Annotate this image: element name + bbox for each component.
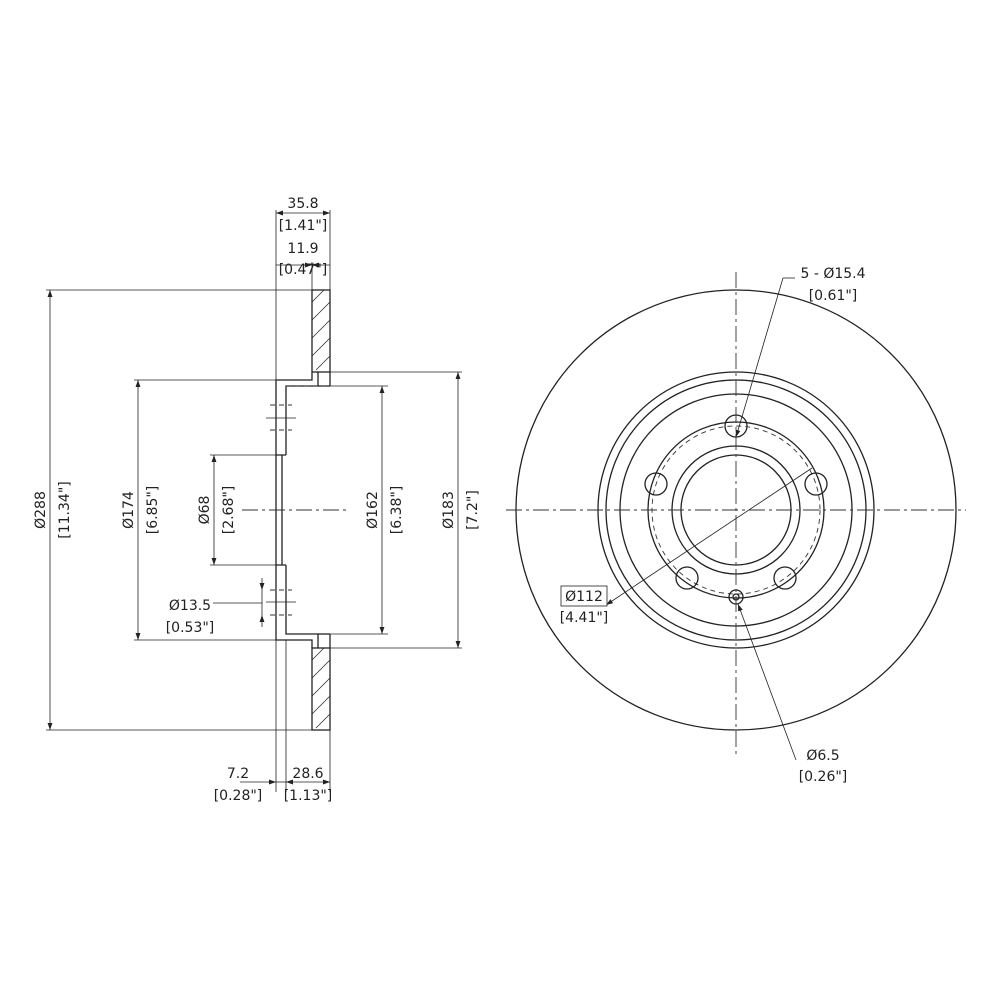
bolt-circle-in: [4.41"] xyxy=(560,610,609,626)
locator-hole-mm: Ø6.5 xyxy=(806,748,839,764)
locator-leader xyxy=(737,603,797,761)
flange-thickness-in: [0.47"] xyxy=(279,262,328,278)
front-view: 5 - Ø15.4 [0.61"] Ø112 [4.41"] Ø6.5 [0.2… xyxy=(506,266,966,785)
friction-ring-section xyxy=(311,289,331,731)
bolt-hole xyxy=(804,472,828,496)
hat-height-in: [1.13"] xyxy=(284,788,333,804)
side-dimension-lines xyxy=(47,210,461,785)
bolt-hole xyxy=(675,566,699,590)
bolt-hole-leader xyxy=(735,277,784,438)
outer-diameter-mm: Ø288 xyxy=(33,491,49,529)
outer-diameter-in: [11.34"] xyxy=(57,481,73,538)
inner-diameter-in: [6.38"] xyxy=(389,486,405,535)
bolt-circle-mm: Ø112 xyxy=(565,589,603,605)
side-section-view: 35.8 [1.41"] 11.9 [0.47"] Ø288 [11.34"] … xyxy=(33,196,481,804)
hat-height-mm: 28.6 xyxy=(292,766,323,782)
hat-diameter-in: [6.85"] xyxy=(145,486,161,535)
side-extension-lines xyxy=(46,210,462,792)
overall-width-mm: 35.8 xyxy=(287,196,318,212)
bolt-circle-box xyxy=(560,585,608,607)
bolt-hole xyxy=(773,566,797,590)
inner-diameter-mm: Ø162 xyxy=(365,491,381,529)
stud-hole-in: [0.53"] xyxy=(166,620,215,636)
center-bore-mm: Ø68 xyxy=(197,496,213,525)
bolt-circle-leader xyxy=(605,467,813,606)
bolt-hole xyxy=(644,472,668,496)
flange-thickness-mm: 11.9 xyxy=(287,241,318,257)
center-bore-in: [2.68"] xyxy=(221,486,237,535)
hat-diameter-mm: Ø174 xyxy=(121,491,137,529)
locator-hole-in: [0.26"] xyxy=(799,769,848,785)
overall-width-in: [1.41"] xyxy=(279,218,328,234)
hat-thickness-mm: 7.2 xyxy=(227,766,249,782)
friction-inner-diameter-mm: Ø183 xyxy=(441,491,457,529)
hat-thickness-in: [0.28"] xyxy=(214,788,263,804)
bolt-holes-mm: 5 - Ø15.4 xyxy=(800,266,865,282)
bolt-holes-in: [0.61"] xyxy=(809,288,858,304)
stud-hole-mm: Ø13.5 xyxy=(169,598,211,614)
friction-inner-diameter-in: [7.2"] xyxy=(465,490,481,530)
